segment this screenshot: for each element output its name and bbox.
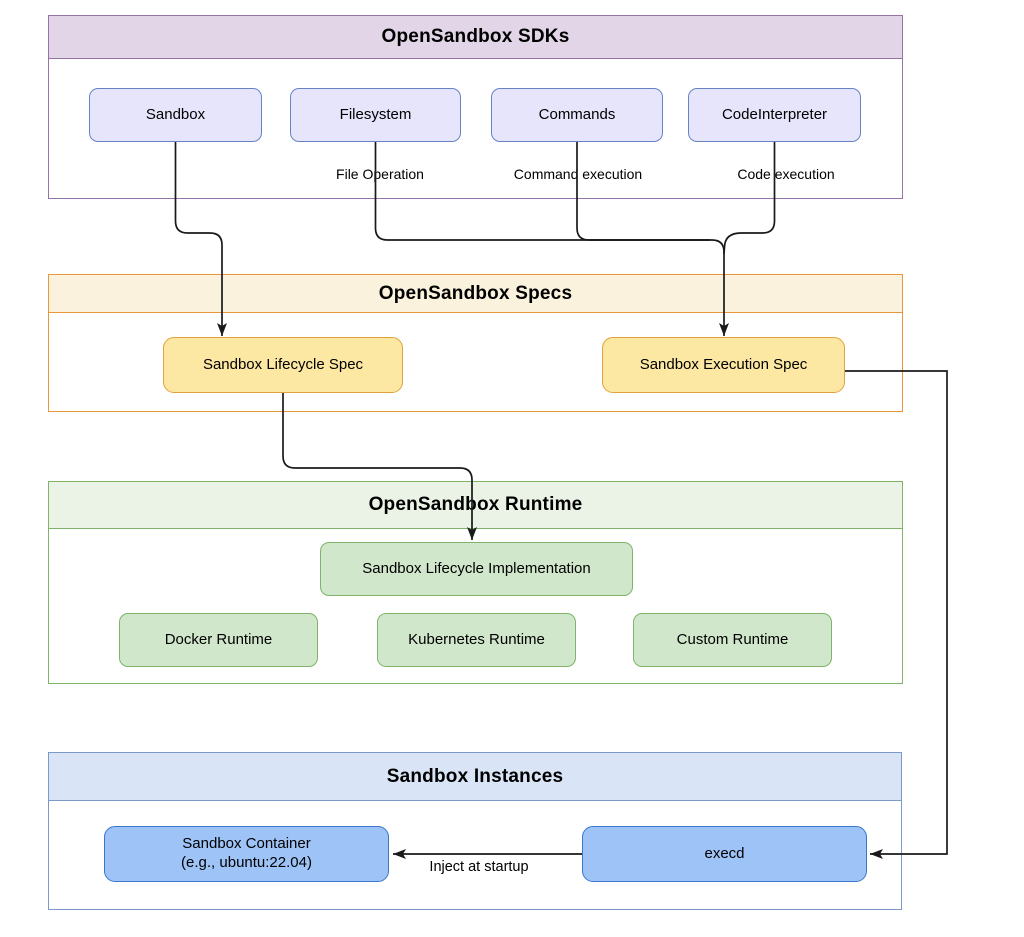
- node-sandbox: Sandbox: [89, 88, 262, 142]
- section-title-instances: Sandbox Instances: [49, 753, 901, 801]
- node-docker-runtime: Docker Runtime: [119, 613, 318, 667]
- node-sandbox-lifecycle-spec: Sandbox Lifecycle Spec: [163, 337, 403, 393]
- section-title-specs: OpenSandbox Specs: [49, 275, 902, 313]
- node-commands: Commands: [491, 88, 663, 142]
- node-filesystem-label: Filesystem: [339, 105, 412, 123]
- section-title-runtime: OpenSandbox Runtime: [49, 482, 902, 529]
- annotation-command-execution: Command execution: [513, 166, 643, 182]
- node-docker-runtime-label: Docker Runtime: [164, 630, 273, 648]
- edge-label-inject-at-startup: Inject at startup: [429, 859, 529, 875]
- node-sandbox-lifecycle-spec-label: Sandbox Lifecycle Spec: [202, 355, 364, 373]
- annotation-file-operation: File Operation: [336, 166, 424, 182]
- node-sandbox-lifecycle-implementation-label: Sandbox Lifecycle Implementation: [362, 559, 591, 577]
- node-commands-label: Commands: [538, 105, 616, 123]
- node-execd-label: execd: [704, 844, 745, 862]
- node-sandbox-lifecycle-implementation: Sandbox Lifecycle Implementation: [320, 542, 633, 596]
- section-opensandbox-runtime: OpenSandbox Runtime: [48, 481, 903, 684]
- node-kubernetes-runtime-label: Kubernetes Runtime: [408, 630, 545, 648]
- node-codeinterpreter-label: CodeInterpreter: [721, 105, 828, 123]
- node-kubernetes-runtime: Kubernetes Runtime: [377, 613, 576, 667]
- section-opensandbox-sdks: OpenSandbox SDKs: [48, 15, 903, 199]
- node-codeinterpreter: CodeInterpreter: [688, 88, 861, 142]
- node-sandbox-container-label: Sandbox Container: [182, 835, 311, 853]
- section-title-sdks: OpenSandbox SDKs: [49, 16, 902, 59]
- node-custom-runtime-label: Custom Runtime: [676, 630, 789, 648]
- node-sandbox-container: Sandbox Container (e.g., ubuntu:22.04): [104, 826, 389, 882]
- node-filesystem: Filesystem: [290, 88, 461, 142]
- node-execd: execd: [582, 826, 867, 882]
- annotation-code-execution: Code execution: [737, 166, 835, 182]
- section-sandbox-instances: Sandbox Instances: [48, 752, 902, 910]
- node-sandbox-label: Sandbox: [145, 105, 206, 123]
- node-custom-runtime: Custom Runtime: [633, 613, 832, 667]
- node-sandbox-execution-spec: Sandbox Execution Spec: [602, 337, 845, 393]
- node-sandbox-container-sublabel: (e.g., ubuntu:22.04): [181, 854, 312, 871]
- node-sandbox-execution-spec-label: Sandbox Execution Spec: [639, 355, 808, 373]
